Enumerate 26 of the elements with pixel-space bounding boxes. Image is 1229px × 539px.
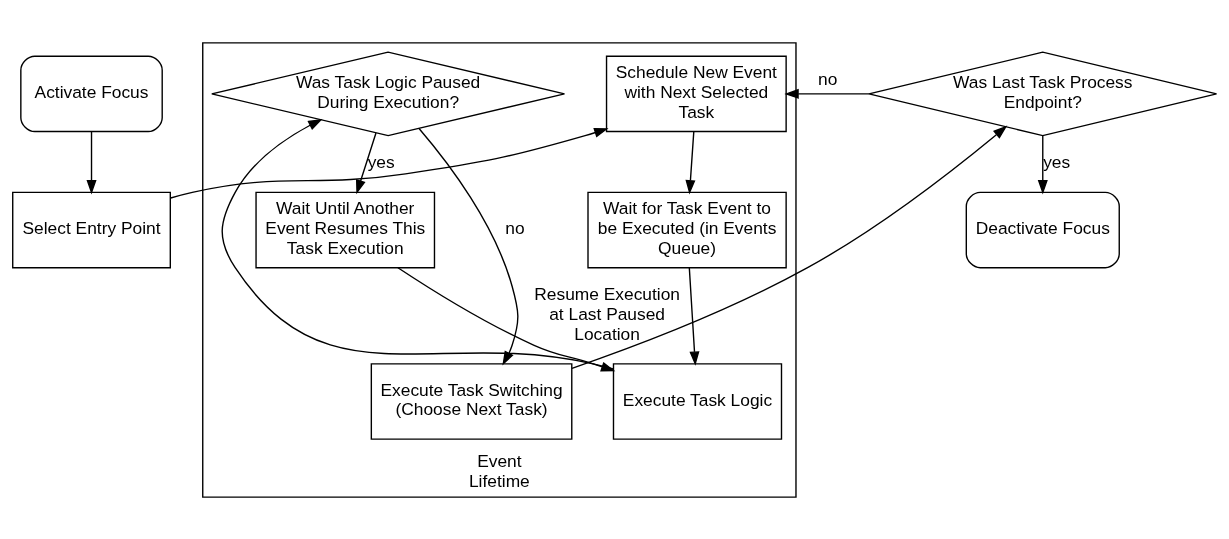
edge-label: Resume Execution at Last Paused Location	[534, 283, 680, 344]
edge-label: no	[818, 68, 838, 89]
arrow	[688, 266, 700, 366]
node-box: Wait Until Another Event Resumes This Task Execution	[255, 191, 436, 268]
node-diamond: Was Task Logic Paused During Execution?	[211, 50, 566, 136]
arrow	[784, 88, 870, 99]
arrow	[355, 131, 377, 194]
arrow	[221, 118, 614, 370]
edge-label: yes	[367, 151, 395, 172]
node-box: Wait for Task Event to be Executed (in Events Queue)	[587, 191, 787, 268]
edge-label: yes	[1043, 151, 1071, 172]
arrow	[397, 266, 616, 371]
arrow	[1037, 134, 1048, 194]
arrow	[86, 130, 97, 194]
node-box: Select Entry Point	[12, 191, 171, 268]
node-box: Execute Task Switching (Choose Next Task)	[370, 362, 573, 440]
node-box: Execute Task Logic	[612, 362, 783, 440]
node-diamond: Was Last Task Process Endpoint?	[868, 50, 1218, 136]
node-box: Deactivate Focus	[965, 191, 1120, 268]
arrow	[685, 130, 696, 194]
node-box: Schedule New Event with Next Selected Task	[605, 55, 787, 132]
arrow	[571, 125, 1008, 369]
arrow	[170, 127, 609, 199]
edge-label: no	[505, 217, 525, 238]
arrow	[418, 127, 519, 365]
node-box: Activate Focus	[20, 55, 163, 132]
